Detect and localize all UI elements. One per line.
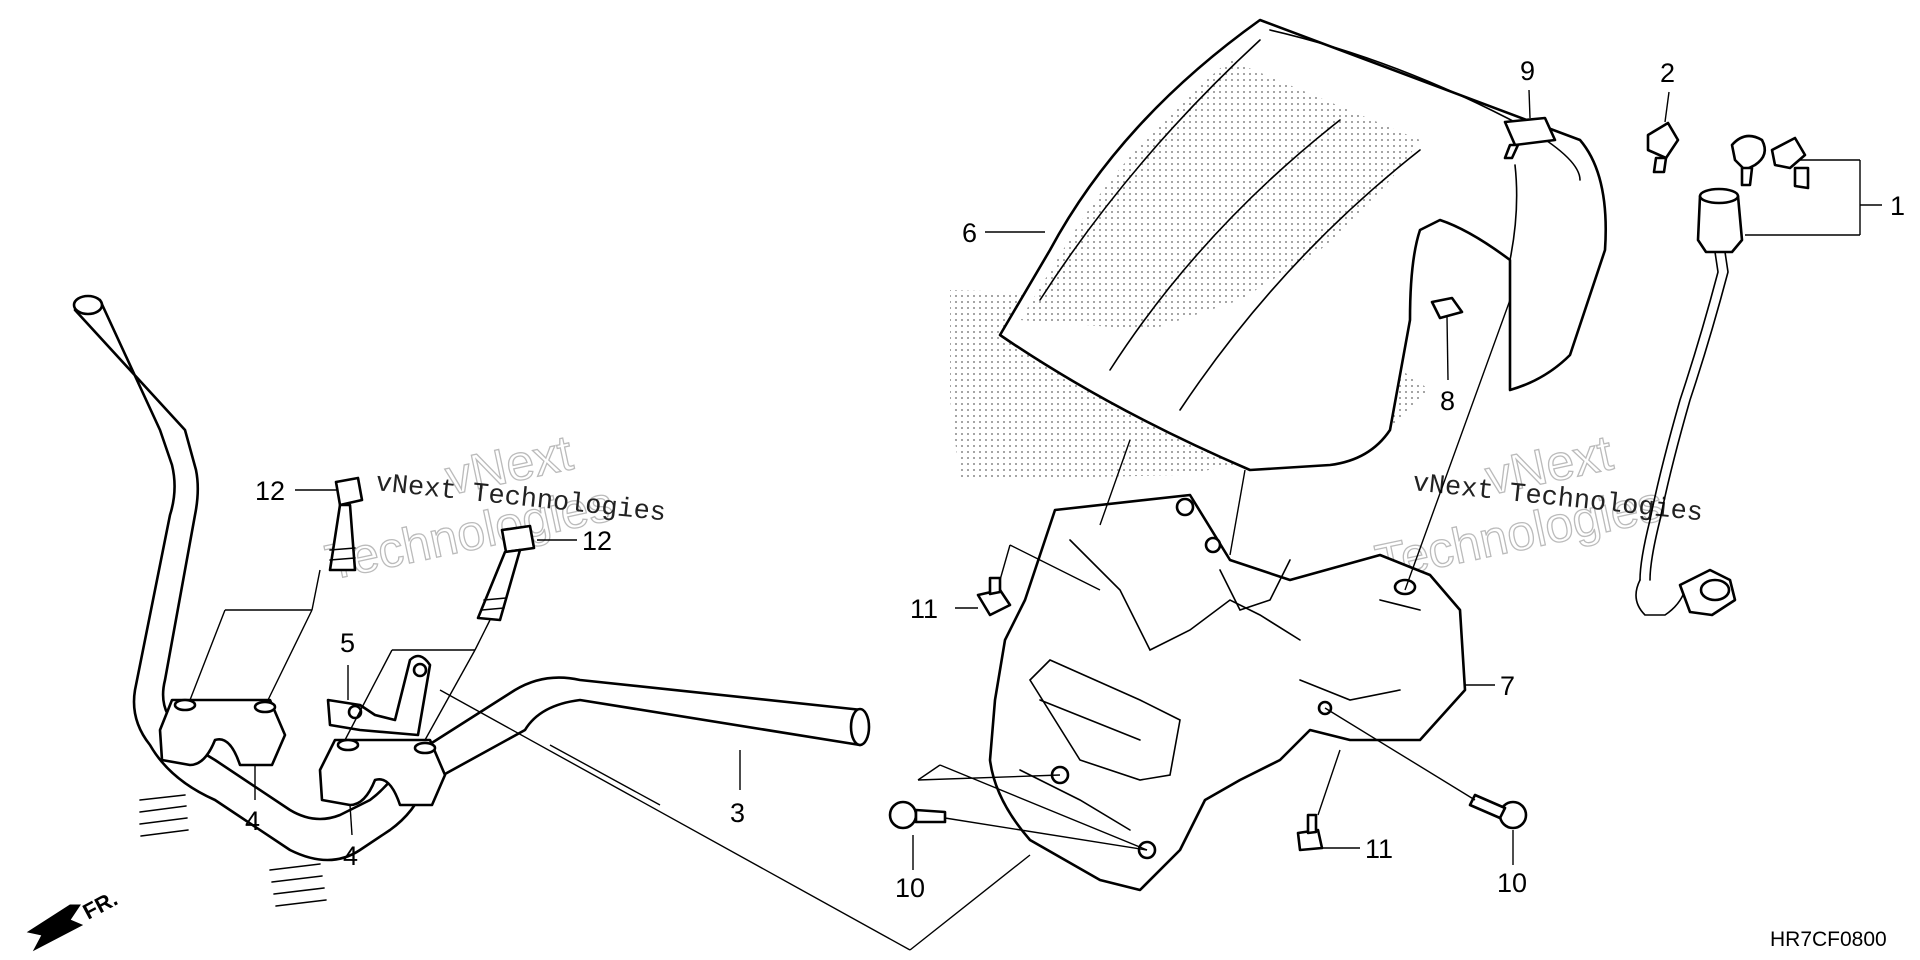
callout-6: 6 [962,218,977,248]
handlebar-part-3 [72,294,871,907]
callout-labels: 1 2 3 4 4 5 6 7 8 9 10 10 11 11 12 12 [245,56,1905,903]
screw-11-left [976,576,1012,617]
leader-lines [26,89,1882,952]
bolt-12-left [328,476,364,572]
bolt-10-right [1468,793,1528,830]
callout-12-right: 12 [582,526,612,556]
diagram-code: HR7CF0800 [1770,928,1887,951]
bolt-10-left [888,800,947,830]
callout-5: 5 [340,628,355,658]
callout-4-left: 4 [245,806,260,836]
nut-part-9 [1503,116,1557,160]
upper-cover-part-6 [950,18,1607,480]
watermark-left: Technologies vNext vNext Technologies [320,424,667,592]
callout-10-right: 10 [1497,868,1527,898]
clip-part-8 [1430,296,1464,320]
lower-holder-4-left [158,698,287,767]
front-direction-label: FR. [79,886,122,925]
callout-3: 3 [730,798,745,828]
callout-7: 7 [1500,671,1515,701]
cap-part-2 [1646,121,1680,174]
callout-1: 1 [1890,191,1905,221]
callout-9: 9 [1520,56,1535,86]
callout-11-right: 11 [1365,834,1393,864]
lower-cover-part-7 [988,493,1467,892]
callout-12-left: 12 [255,476,285,506]
callout-2: 2 [1660,58,1675,88]
callout-8: 8 [1440,386,1455,416]
callout-4-right: 4 [343,841,358,871]
lower-holder-4-right [318,738,447,807]
bracket-part-5 [326,654,432,737]
bolt-12-right [476,524,536,622]
ignition-switch-part-1 [1635,134,1810,617]
screw-11-right [1296,813,1324,852]
callout-10-left: 10 [895,873,925,903]
watermark-right: Technologies vNext vNext Technologies [1370,424,1704,592]
callout-11-left: 11 [910,594,938,624]
